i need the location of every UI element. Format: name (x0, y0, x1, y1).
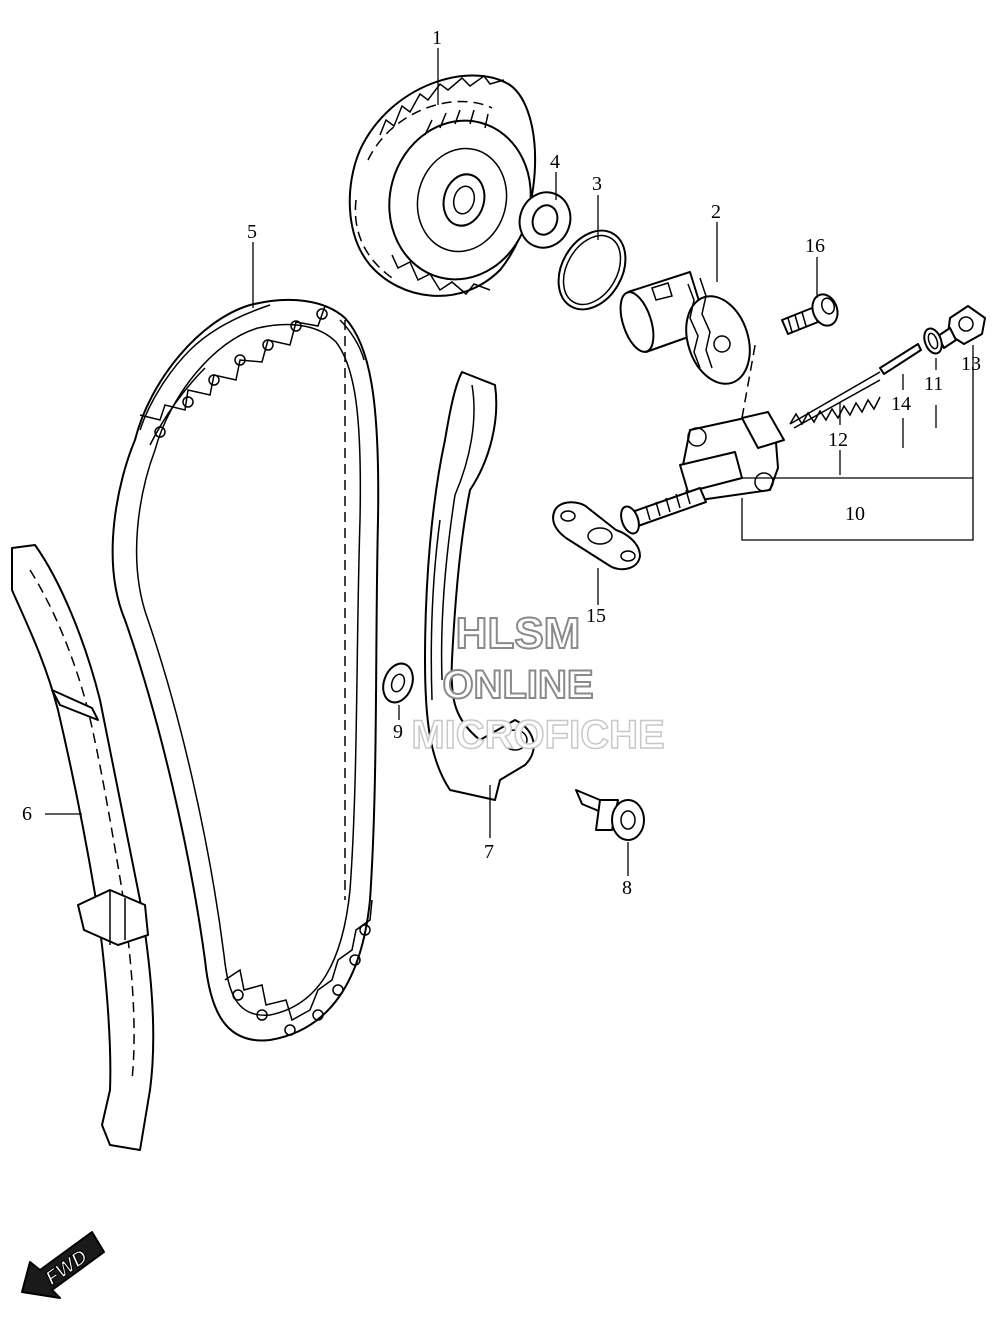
guide-bolt-8 (575, 789, 645, 841)
callout-1: 1 (432, 27, 442, 49)
idle-gear-shaft (619, 271, 751, 385)
cam-chain-tensioner (620, 339, 785, 535)
callout-12: 12 (828, 429, 848, 451)
callout-6: 6 (22, 803, 32, 825)
gasket-ring-11 (923, 327, 943, 355)
callout-3: 3 (592, 173, 602, 195)
callout-2: 2 (711, 201, 721, 223)
watermark: HLSM ONLINE MICROFICHE (411, 608, 666, 758)
washer-4 (518, 191, 572, 249)
callout-9: 9 (393, 721, 403, 743)
watermark-line-3: MICROFICHE (411, 713, 664, 757)
leader-lines (45, 48, 974, 876)
chain-tensioner-guide (11, 544, 155, 1151)
watermark-line-2: ONLINE (442, 663, 593, 707)
callout-16: 16 (805, 235, 825, 257)
spring-12 (789, 371, 881, 429)
o-ring-3 (557, 229, 627, 311)
watermark-line-1: HLSM (456, 609, 581, 658)
callout-4: 4 (550, 151, 560, 173)
callout-7: 7 (484, 841, 494, 863)
callout-14: 14 (891, 393, 911, 415)
tensioner-gasket-15 (552, 501, 641, 571)
cam-drive-gear (348, 74, 537, 297)
washer-9 (382, 662, 414, 704)
bolt-16 (781, 293, 839, 335)
callout-10: 10 (845, 503, 865, 525)
plug-bolt-13 (937, 305, 986, 349)
rod-14 (879, 343, 922, 375)
callout-8: 8 (622, 877, 632, 899)
callout-labels: 1 2 3 4 5 6 7 8 9 10 11 12 13 14 15 16 (22, 27, 981, 899)
cam-chain (111, 298, 380, 1042)
fwd-direction-badge: FWD (21, 1231, 105, 1299)
callout-13: 13 (961, 353, 981, 375)
callout-5: 5 (247, 221, 257, 243)
callout-15: 15 (586, 605, 606, 627)
callout-11: 11 (924, 373, 943, 395)
chain-guide (424, 371, 535, 801)
